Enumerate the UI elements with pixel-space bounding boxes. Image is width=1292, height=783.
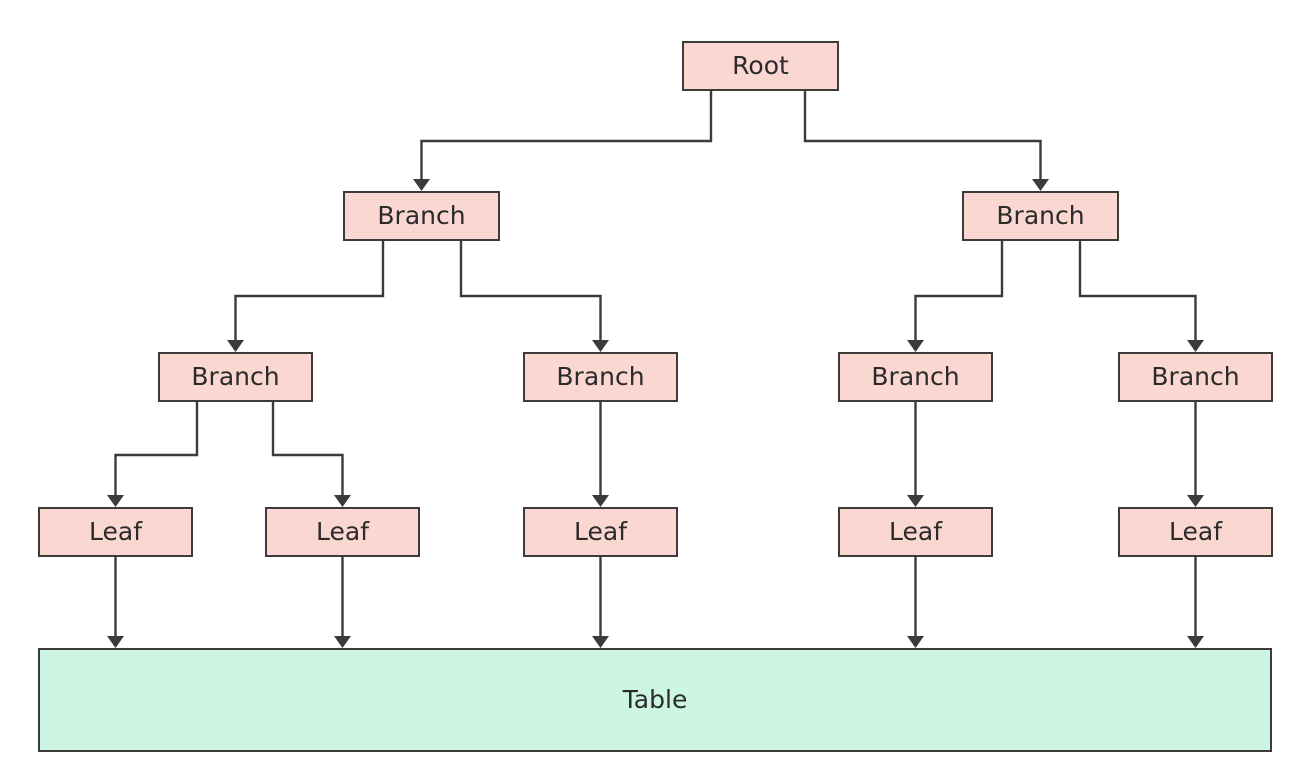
node-branch-r1[interactable]: Branch bbox=[838, 352, 993, 402]
node-box-branch-l2[interactable] bbox=[523, 352, 678, 402]
node-box-table[interactable] bbox=[38, 648, 1272, 752]
arrow-head-icon bbox=[334, 495, 351, 507]
node-label-branch-l: Branch bbox=[377, 201, 465, 230]
edges-layer bbox=[107, 91, 1204, 648]
edge-branch-r-to-branch-r2 bbox=[1078, 241, 1204, 352]
node-label-leaf-5: Leaf bbox=[1169, 517, 1223, 546]
edge-line bbox=[420, 91, 713, 181]
node-box-branch-l1[interactable] bbox=[158, 352, 313, 402]
edge-root-to-branch-r bbox=[803, 91, 1049, 191]
edge-leaf-3-to-table bbox=[592, 557, 609, 648]
node-table[interactable]: Table bbox=[38, 648, 1272, 752]
node-branch-l1[interactable]: Branch bbox=[158, 352, 313, 402]
arrow-head-icon bbox=[1032, 179, 1049, 191]
edge-line bbox=[914, 241, 1004, 342]
edge-leaf-1-to-table bbox=[107, 557, 124, 648]
node-box-leaf-5[interactable] bbox=[1118, 507, 1273, 557]
edge-branch-l2-to-leaf-3 bbox=[592, 402, 609, 507]
node-box-branch-l[interactable] bbox=[343, 191, 500, 241]
node-branch-r2[interactable]: Branch bbox=[1118, 352, 1273, 402]
arrow-head-icon bbox=[1187, 340, 1204, 352]
node-label-root: Root bbox=[732, 51, 789, 80]
node-branch-r[interactable]: Branch bbox=[962, 191, 1119, 241]
node-leaf-1[interactable]: Leaf bbox=[38, 507, 193, 557]
edge-branch-r1-to-leaf-4 bbox=[907, 402, 924, 507]
arrow-head-icon bbox=[227, 340, 244, 352]
edge-branch-l-to-branch-l2 bbox=[459, 241, 609, 352]
edge-leaf-4-to-table bbox=[907, 557, 924, 648]
node-label-branch-l2: Branch bbox=[556, 362, 644, 391]
arrow-head-icon bbox=[1187, 495, 1204, 507]
edge-line bbox=[271, 402, 344, 497]
arrow-head-icon bbox=[1187, 636, 1204, 648]
edge-line bbox=[459, 241, 602, 342]
node-box-leaf-4[interactable] bbox=[838, 507, 993, 557]
edge-root-to-branch-l bbox=[413, 91, 713, 191]
node-label-branch-r: Branch bbox=[996, 201, 1084, 230]
node-leaf-4[interactable]: Leaf bbox=[838, 507, 993, 557]
edge-line bbox=[234, 241, 385, 342]
edge-leaf-2-to-table bbox=[334, 557, 351, 648]
node-box-root[interactable] bbox=[682, 41, 839, 91]
node-label-branch-r2: Branch bbox=[1151, 362, 1239, 391]
node-label-leaf-2: Leaf bbox=[316, 517, 370, 546]
node-box-leaf-3[interactable] bbox=[523, 507, 678, 557]
edge-branch-l1-to-leaf-1 bbox=[107, 402, 199, 507]
arrow-head-icon bbox=[907, 636, 924, 648]
node-root[interactable]: Root bbox=[682, 41, 839, 91]
node-box-branch-r1[interactable] bbox=[838, 352, 993, 402]
edge-branch-l1-to-leaf-2 bbox=[271, 402, 351, 507]
node-label-leaf-3: Leaf bbox=[574, 517, 628, 546]
arrow-head-icon bbox=[413, 179, 430, 191]
edge-line bbox=[803, 91, 1042, 181]
node-label-leaf-4: Leaf bbox=[889, 517, 943, 546]
node-leaf-5[interactable]: Leaf bbox=[1118, 507, 1273, 557]
arrow-head-icon bbox=[907, 495, 924, 507]
arrow-head-icon bbox=[107, 636, 124, 648]
edge-line bbox=[1078, 241, 1197, 342]
arrow-head-icon bbox=[592, 636, 609, 648]
arrow-head-icon bbox=[334, 636, 351, 648]
edge-branch-l-to-branch-l1 bbox=[227, 241, 385, 352]
node-box-leaf-2[interactable] bbox=[265, 507, 420, 557]
node-box-leaf-1[interactable] bbox=[38, 507, 193, 557]
node-label-leaf-1: Leaf bbox=[89, 517, 143, 546]
node-label-branch-l1: Branch bbox=[191, 362, 279, 391]
node-label-table: Table bbox=[622, 685, 688, 714]
edge-branch-r2-to-leaf-5 bbox=[1187, 402, 1204, 507]
node-branch-l[interactable]: Branch bbox=[343, 191, 500, 241]
arrow-head-icon bbox=[907, 340, 924, 352]
arrow-head-icon bbox=[592, 495, 609, 507]
node-box-branch-r2[interactable] bbox=[1118, 352, 1273, 402]
node-label-branch-r1: Branch bbox=[871, 362, 959, 391]
node-leaf-2[interactable]: Leaf bbox=[265, 507, 420, 557]
arrow-head-icon bbox=[592, 340, 609, 352]
node-box-branch-r[interactable] bbox=[962, 191, 1119, 241]
node-branch-l2[interactable]: Branch bbox=[523, 352, 678, 402]
edge-branch-r-to-branch-r1 bbox=[907, 241, 1004, 352]
edge-line bbox=[114, 402, 199, 497]
arrow-head-icon bbox=[107, 495, 124, 507]
edge-leaf-5-to-table bbox=[1187, 557, 1204, 648]
node-leaf-3[interactable]: Leaf bbox=[523, 507, 678, 557]
